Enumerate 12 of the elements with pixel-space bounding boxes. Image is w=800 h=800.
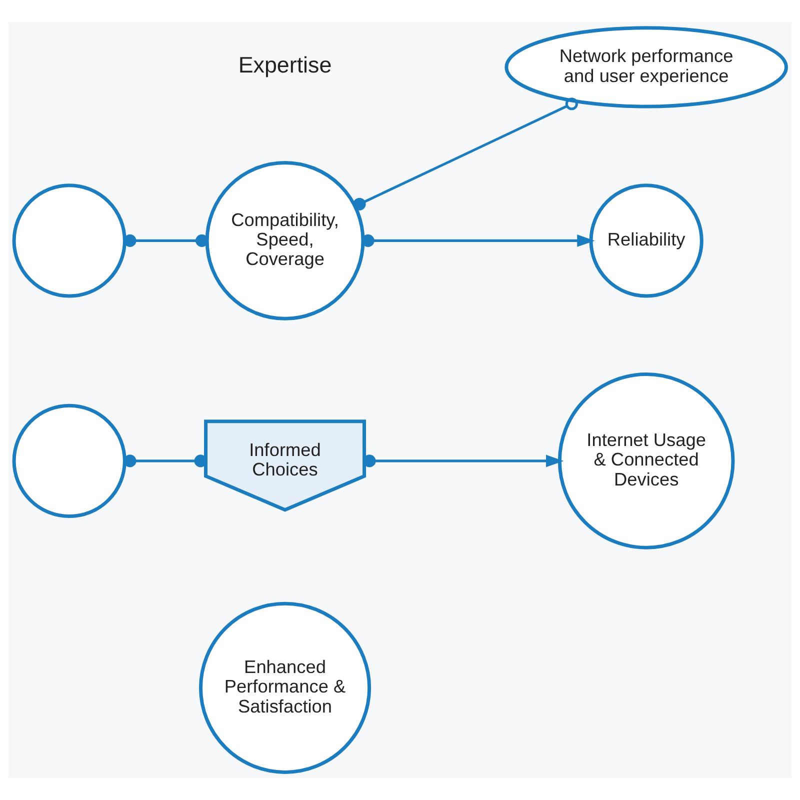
node-circle (12, 404, 126, 518)
node-circle: Internet Usage & Connected Devices (558, 372, 735, 550)
connector (124, 234, 208, 247)
arrow (363, 454, 564, 468)
node-circle: Enhanced Performance & Satisfaction (198, 602, 372, 774)
arrow (362, 234, 595, 247)
connector (124, 454, 207, 468)
label: Expertise (238, 52, 332, 78)
node-ellipse: Network performance and user experience (504, 26, 788, 108)
connector (353, 98, 578, 210)
node-circle (12, 184, 126, 298)
node-circle: Reliability (589, 184, 704, 298)
